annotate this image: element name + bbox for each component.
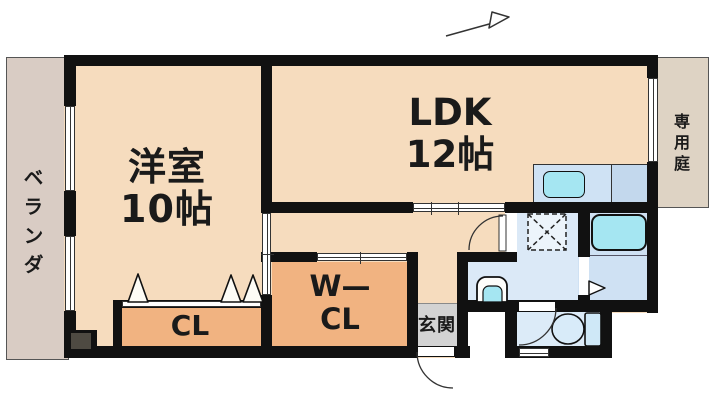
washroom-lower [457,262,578,302]
wall-corridor [457,252,517,262]
sliding-door-western-room [261,213,274,295]
toilet-window [519,348,549,357]
sliding-door-ldk [413,202,505,215]
veranda-area [6,57,69,360]
pillar [71,333,91,349]
veranda-label: ベランダ [20,167,44,283]
wall-kitchen-bottom [505,202,658,213]
wall-bath-left [578,213,590,257]
sliding-door-wcl [317,252,407,264]
closet-interior [122,308,261,348]
wall-wcl-top [261,252,317,262]
toilet-room [505,310,612,348]
window-garden [648,78,658,162]
cl-label: CL [170,309,210,342]
wall-right [647,162,658,313]
wall-top [64,55,658,66]
exterior-void [468,310,505,358]
wall-left [64,191,76,236]
wall-right [647,55,658,78]
window-veranda-2 [65,236,75,311]
bathtub-icon [591,214,647,251]
kitchen-sink-icon [543,171,585,198]
exterior-void [612,313,658,358]
genkan-label: 玄関 [418,315,456,336]
closet-door-track [122,301,261,307]
bath-door-opening [579,257,589,295]
toilet-door-leaf [518,301,556,312]
washroom-door-opening [505,213,517,252]
entrance-hall [417,303,457,347]
wall-wet-bottom [457,300,658,312]
entrance-door-leaf [417,346,455,357]
walkin-closet-interior [272,262,407,346]
wall-center [261,295,272,358]
kitchen-counter-right [611,165,648,202]
wall-wcl-right [407,252,418,358]
wall-left [64,55,76,106]
window-veranda-1 [65,106,75,191]
wcl-label: W—CL [309,269,371,336]
wall-ldk-bottom [261,202,413,213]
wall-bottom [64,346,417,358]
bath-floor-line [590,255,647,256]
wall-center [261,55,272,213]
garden-label: 専用庭 [671,112,690,176]
north-arrow-icon [445,11,510,37]
wall-bottom [455,346,470,358]
